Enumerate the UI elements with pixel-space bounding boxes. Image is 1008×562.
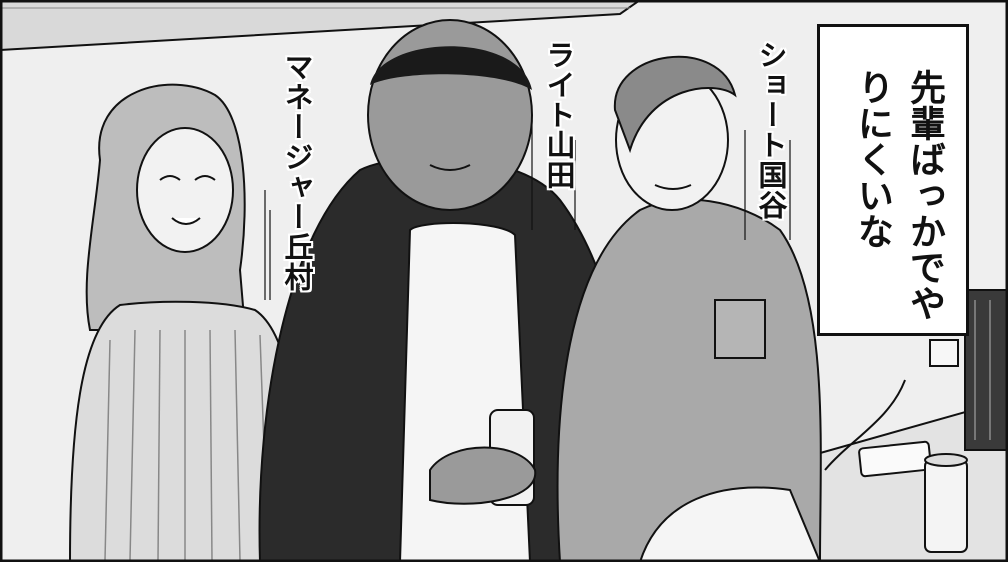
- name-label-yamada: ライト山田: [542, 40, 576, 190]
- name-label-kuniya: ショート国谷: [754, 40, 788, 220]
- name-label-manager: マネージャー丘村: [280, 52, 314, 292]
- narration-caption-text: 先輩ばっかでやりにくいな: [851, 69, 945, 321]
- narration-caption-box: 先輩ばっかでやりにくいな: [817, 24, 969, 336]
